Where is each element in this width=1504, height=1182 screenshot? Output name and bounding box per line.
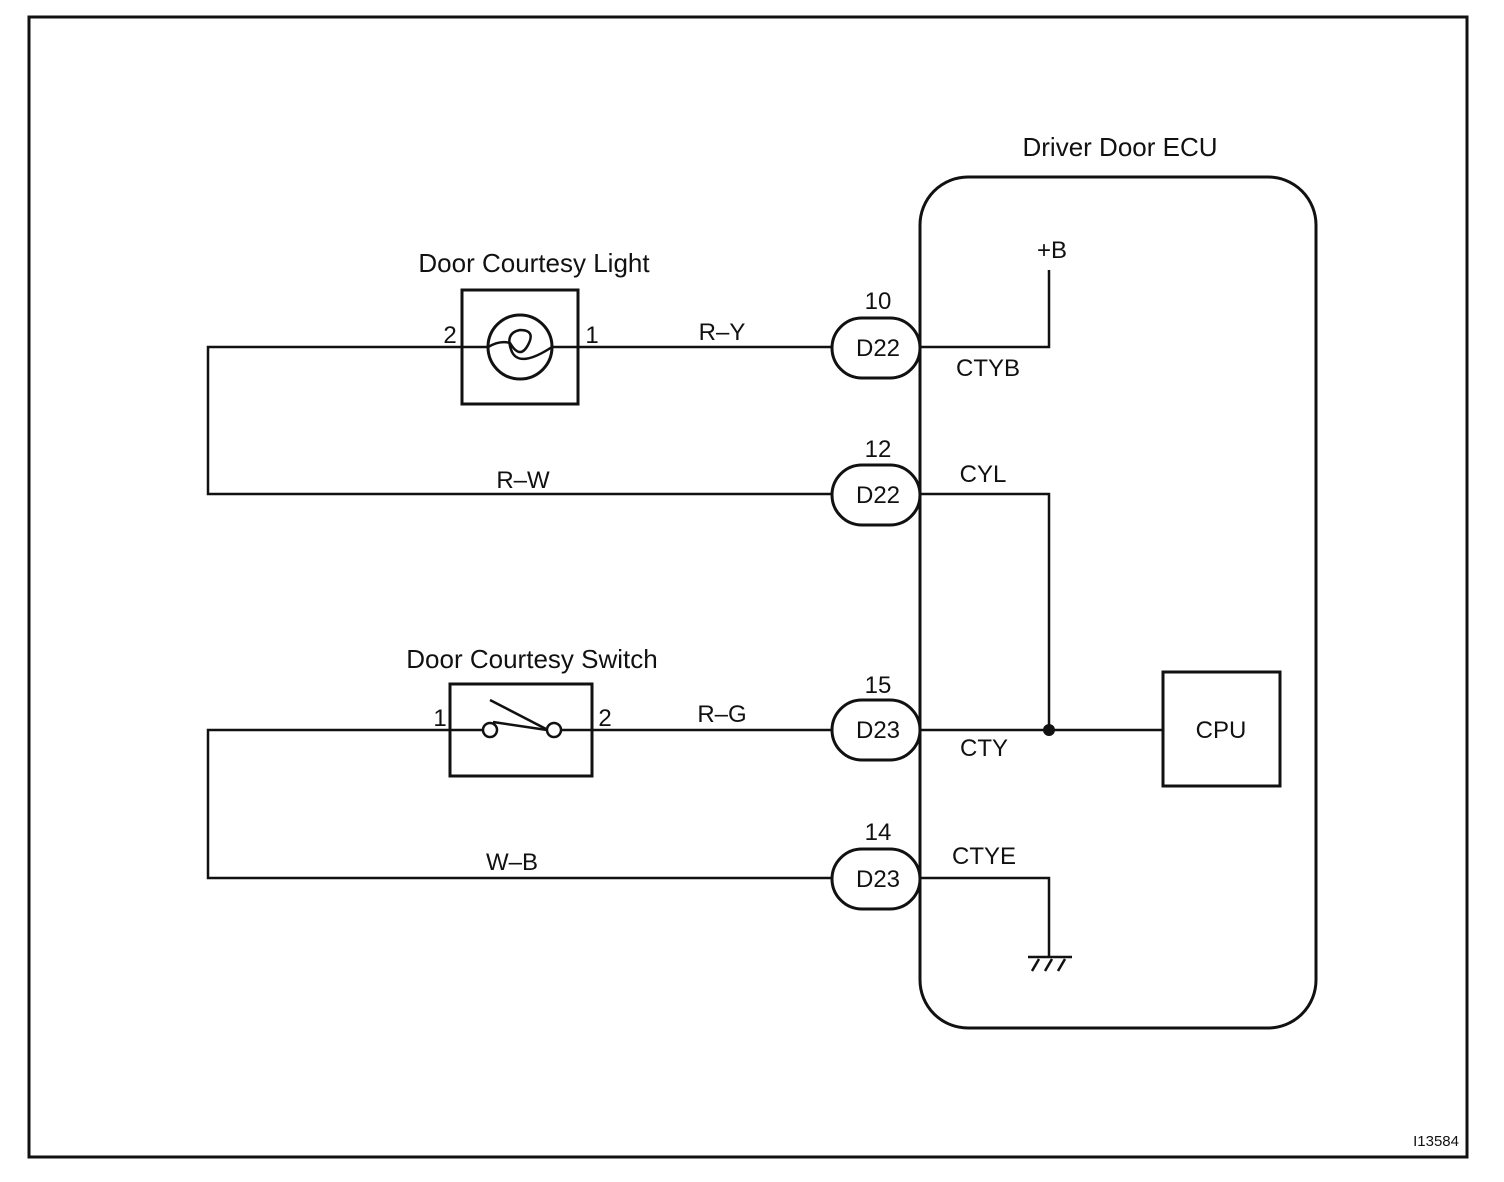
wire-ctye-internal — [920, 876, 1051, 957]
power-label: +B — [1037, 237, 1067, 264]
wire-label-wb: W–B — [486, 849, 538, 876]
connector-pin: 10 — [865, 288, 892, 315]
wire-cyl-internal — [920, 492, 1051, 730]
light-pin-right: 1 — [585, 322, 598, 349]
connector-label: D22 — [856, 335, 900, 362]
light-title: Door Courtesy Light — [418, 248, 650, 278]
signal-ctye: CTYE — [952, 843, 1016, 870]
signal-cty: CTY — [960, 735, 1008, 762]
diagram-frame — [27, 15, 1469, 1159]
figure-id: I13584 — [1413, 1133, 1459, 1150]
ground-icon — [1028, 955, 1072, 972]
wire-wb — [206, 728, 832, 880]
connector-label: D23 — [856, 866, 900, 893]
wire-label-rw: R–W — [496, 467, 550, 494]
cpu-label: CPU — [1196, 717, 1247, 744]
signal-ctyb: CTYB — [956, 355, 1020, 382]
light-pin-left: 2 — [443, 322, 456, 349]
connector-label: D22 — [856, 482, 900, 509]
ecu-title: Driver Door ECU — [1022, 132, 1217, 162]
signal-cyl: CYL — [960, 461, 1007, 488]
wire-label-ry: R–Y — [699, 319, 746, 346]
switch-title: Door Courtesy Switch — [406, 644, 657, 674]
connector-d22-10: D22 10 — [830, 288, 922, 380]
connector-pin: 14 — [865, 819, 892, 846]
switch-pin-right: 2 — [598, 705, 611, 732]
wire-rw — [206, 345, 832, 496]
wire-label-rg: R–G — [697, 701, 746, 728]
driver-door-ecu-box — [918, 175, 1318, 1030]
wire-ctyb-internal — [920, 270, 1051, 349]
connector-d23-15: D23 15 — [830, 672, 922, 762]
cpu-box — [1161, 670, 1282, 788]
switch-pin-left: 1 — [433, 705, 446, 732]
connector-d23-14: D23 14 — [830, 819, 922, 911]
connector-pin: 15 — [865, 672, 892, 699]
switch-contact-icon — [450, 698, 592, 739]
connector-label: D23 — [856, 717, 900, 744]
connector-pin: 12 — [865, 436, 892, 463]
connector-d22-12: D22 12 — [830, 436, 922, 527]
junction-dot — [1043, 724, 1055, 736]
